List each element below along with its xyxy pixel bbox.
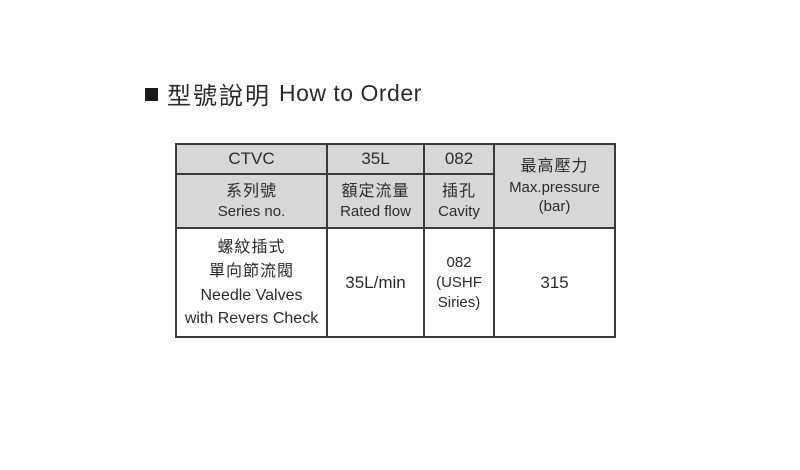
column-label-row: 系列號 Series no. 額定流量 Rated flow 插孔 Cavity	[175, 173, 615, 229]
section-title-en: How to Order	[279, 80, 422, 106]
cavity-code-cell: 082	[423, 143, 495, 175]
cavity-value-line2: (USHF	[436, 273, 482, 291]
cavity-value-cell: 082 (USHF Siries)	[423, 227, 495, 338]
product-name-zh-line2: 單向節流閥	[208, 262, 294, 280]
bullet-square-icon	[145, 88, 158, 101]
cavity-label-cell: 插孔 Cavity	[423, 173, 495, 229]
cavity-label-zh: 插孔	[441, 183, 476, 200]
rated-flow-label-cell: 額定流量 Rated flow	[326, 173, 425, 229]
cavity-value-line1: 082	[446, 253, 472, 271]
series-label-en: Series no.	[217, 203, 286, 220]
rated-flow-value-cell: 35L/min	[326, 227, 425, 338]
max-pressure-value-cell: 315	[493, 227, 616, 338]
product-name-cell: 螺紋插式 單向節流閥 Needle Valves with Revers Che…	[175, 227, 328, 338]
max-pressure-label-zh: 最高壓力	[520, 158, 589, 175]
how-to-order-table: CTVC 35L 082 最高壓力 Max.pressure (bar) 系列號…	[175, 143, 616, 338]
product-name-en-line1: Needle Valves	[200, 286, 303, 304]
series-code-cell: CTVC	[175, 143, 328, 175]
max-pressure-label-en: Max.pressure	[509, 179, 600, 196]
rated-flow-label-en: Rated flow	[340, 203, 411, 220]
cavity-value-line3: Siries)	[437, 293, 481, 311]
max-pressure-value: 315	[540, 272, 569, 292]
series-label-cell: 系列號 Series no.	[175, 173, 328, 229]
flow-code-cell: 35L	[326, 143, 425, 175]
rated-flow-value: 35L/min	[345, 272, 406, 292]
max-pressure-unit: (bar)	[538, 198, 571, 215]
series-label-zh: 系列號	[225, 183, 277, 200]
cavity-label-en: Cavity	[438, 203, 480, 220]
section-title-zh: 型號說明	[167, 83, 271, 110]
max-pressure-header-cell: 最高壓力 Max.pressure (bar)	[493, 143, 616, 229]
section-title: 型號說明 How to Order	[145, 76, 422, 111]
model-code-row: CTVC 35L 082 最高壓力 Max.pressure (bar)	[175, 143, 616, 229]
product-name-en-line2: with Revers Check	[184, 309, 319, 327]
product-data-row: 螺紋插式 單向節流閥 Needle Valves with Revers Che…	[175, 227, 616, 338]
product-name-zh-line1: 螺紋插式	[217, 238, 286, 256]
rated-flow-label-zh: 額定流量	[341, 183, 410, 200]
